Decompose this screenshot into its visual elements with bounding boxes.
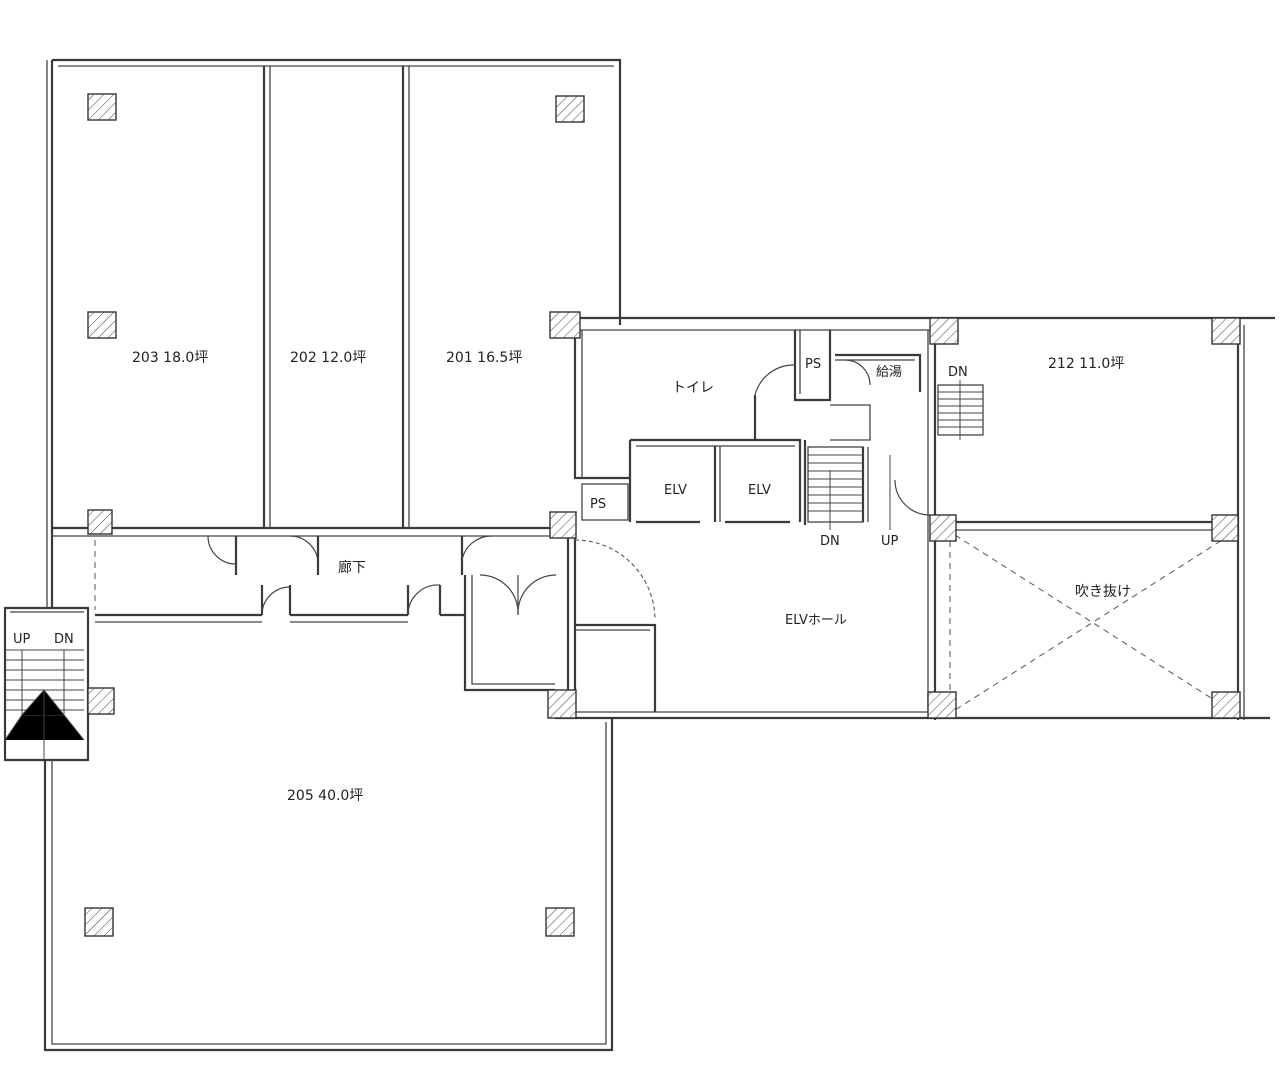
- stair-center: [807, 446, 891, 530]
- doors: [207, 359, 931, 621]
- stair-labels: DN UP DN UP DN: [13, 365, 968, 647]
- stair-right: [937, 380, 984, 440]
- stair-left: [3, 606, 90, 762]
- outer-walls: [43, 58, 1275, 1052]
- columns: [84, 93, 1241, 937]
- stair-center-up-label: UP: [881, 534, 899, 549]
- room-201-label: 201 16.5坪: [446, 350, 522, 366]
- elv-1-label: ELV: [664, 483, 687, 498]
- corridor-label: 廊下: [338, 559, 366, 576]
- elv-2-label: ELV: [748, 483, 771, 498]
- ps-top-label: PS: [805, 357, 821, 372]
- kyuto-label: 給湯: [876, 365, 902, 380]
- void-label: 吹き抜け: [1075, 584, 1131, 600]
- room-202-label: 202 12.0坪: [290, 350, 366, 366]
- office-partitions: [52, 66, 568, 692]
- room-labels: 203 18.0坪 202 12.0坪 201 16.5坪 212 11.0坪 …: [132, 350, 1131, 804]
- elv-hall-label: ELVホール: [785, 613, 847, 628]
- stair-left-up-label: UP: [13, 632, 31, 647]
- room-205-label: 205 40.0坪: [287, 788, 363, 804]
- toilet-label: トイレ: [672, 380, 714, 396]
- core-partitions: [566, 325, 1238, 720]
- stair-center-dn-label: DN: [820, 534, 840, 549]
- stair-left-dn-label: DN: [54, 632, 74, 647]
- stair-right-dn-label: DN: [948, 365, 968, 380]
- ps-left-label: PS: [590, 497, 606, 512]
- room-212-label: 212 11.0坪: [1048, 356, 1124, 372]
- room-203-label: 203 18.0坪: [132, 350, 208, 366]
